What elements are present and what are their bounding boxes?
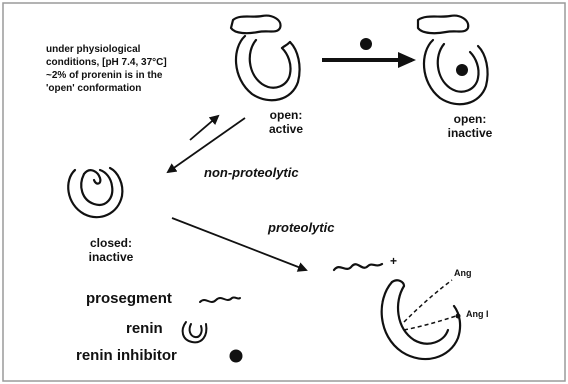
plus-sign: +	[390, 254, 397, 268]
note-line-3: ~2% of prorenin is in the	[46, 70, 162, 82]
legend-prosegment-label: prosegment	[86, 290, 172, 307]
note-line-4: 'open' conformation	[46, 83, 141, 95]
opening-arrow	[190, 116, 218, 140]
inhibitor-dot-icon	[360, 38, 372, 50]
open-active-label-2: active	[256, 122, 316, 136]
note-line-1: under physiological	[46, 44, 140, 56]
non-proteolytic-label: non-proteolytic	[204, 165, 299, 180]
legend-prosegment-icon	[200, 297, 240, 302]
mature-renin-icon	[382, 280, 460, 359]
proteolytic-label: proteolytic	[268, 220, 334, 235]
legend-inhibitor-label: renin inhibitor	[76, 347, 177, 364]
closed-inactive-label-1: closed:	[76, 236, 146, 250]
ang-line	[404, 280, 452, 322]
ang-label: Ang	[454, 268, 472, 278]
open-inactive-label-1: open:	[440, 112, 500, 126]
ang1-line	[404, 316, 456, 330]
legend-inhibitor-icon	[230, 350, 243, 363]
open-active-renin-icon	[231, 16, 300, 101]
closed-inactive-label-2: inactive	[76, 250, 146, 264]
legend-renin-icon	[183, 322, 207, 342]
cleaved-prosegment-icon	[334, 264, 382, 270]
legend-renin-label: renin	[126, 320, 163, 337]
ang1-dot-icon	[456, 314, 461, 319]
bound-inhibitor-icon	[456, 64, 468, 76]
ang1-label: Ang I	[466, 309, 489, 319]
closed-inactive-prorenin-icon	[68, 168, 122, 217]
open-active-label-1: open:	[256, 108, 316, 122]
note-line-2: conditions, [pH 7.4, 37°C]	[46, 57, 167, 69]
open-inactive-label-2: inactive	[440, 126, 500, 140]
open-inactive-renin-icon	[418, 16, 488, 105]
